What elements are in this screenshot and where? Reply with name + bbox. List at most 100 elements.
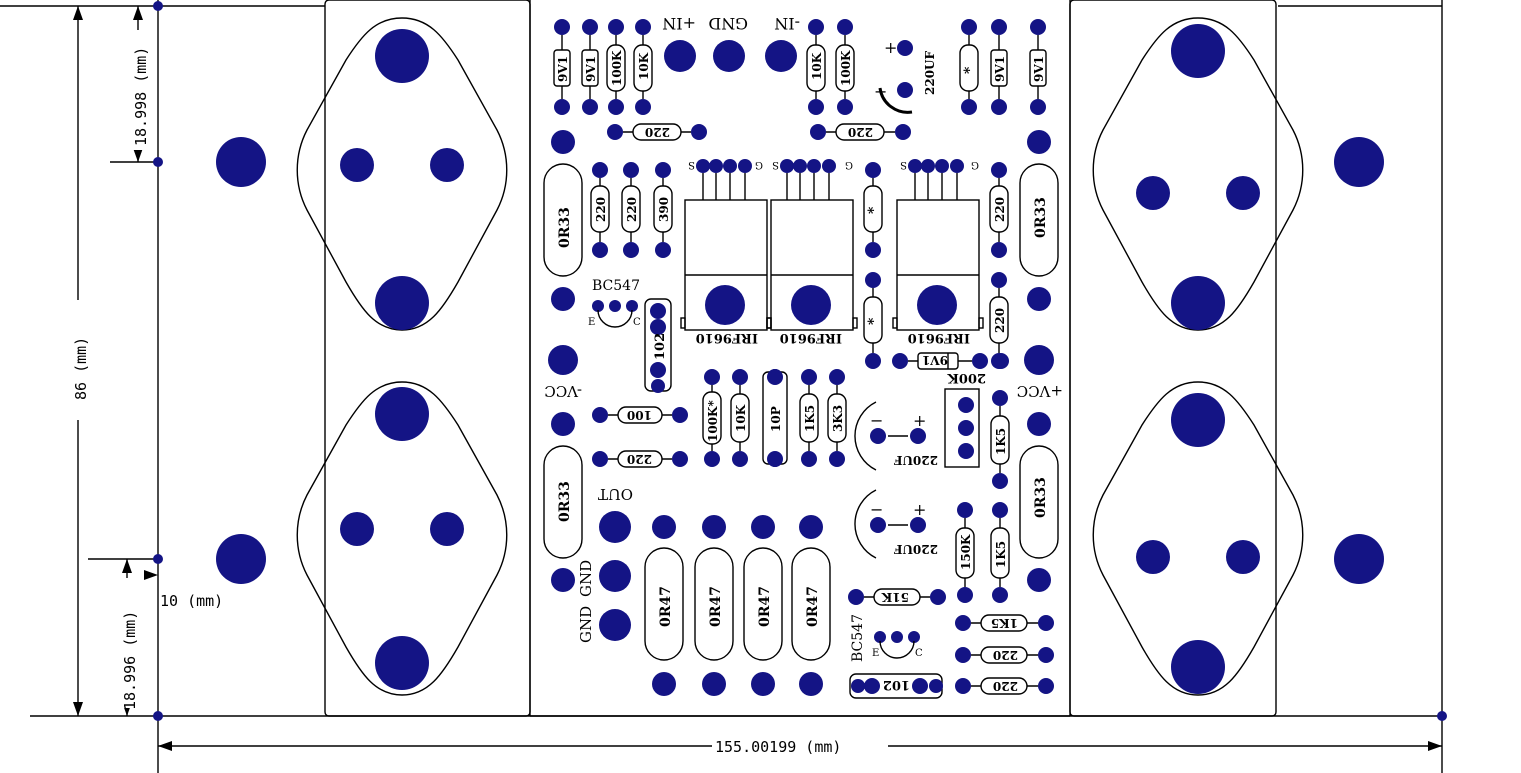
to3-transistor-left-top [296, 17, 508, 331]
r-star-mid2: * [866, 317, 882, 325]
r-0r33-b: 0R33 [1033, 197, 1049, 238]
svg-text:−: − [870, 411, 883, 430]
r-220-h2: 220 [848, 125, 873, 139]
label-in-minus: -IN [774, 14, 800, 33]
r-0r47-b: 0R47 [708, 586, 724, 627]
c-220uf-top: 220UF [923, 50, 937, 95]
input-connector-pads [664, 40, 797, 72]
r-220-v1: 220 [594, 197, 608, 222]
c-220uf-low: 220UF [893, 542, 938, 556]
r-0r33-d: 0R33 [1033, 477, 1049, 518]
mosfet-irf9610-2 [766, 159, 858, 331]
bc547-bottom-label: BC547 [850, 614, 866, 662]
right-resistors [955, 390, 1010, 603]
r-9v1-c: 9V1 [993, 56, 1007, 82]
r-100-h: 100 [627, 408, 652, 422]
r-100k-a: 100K [610, 50, 624, 86]
to3-transistor-right-top [1092, 17, 1304, 331]
pin-g-1: G [755, 159, 763, 170]
mosfet-irf9610-3 [892, 159, 984, 331]
pin-g-2: G [845, 159, 853, 170]
r-star-mid1: * [866, 206, 882, 214]
svg-text:−: − [874, 82, 887, 101]
bc547-top [592, 300, 638, 328]
r-1k5-h: 1K5 [991, 616, 1018, 630]
c-102-a: 102 [653, 333, 668, 360]
bc547-bottom-c: C [915, 648, 923, 659]
mounting-holes [216, 137, 1384, 584]
bc547-top-c: C [633, 317, 641, 328]
electrolytic-caps [854, 401, 926, 559]
r-10k-a: 10K [637, 52, 651, 80]
middle-resistors [702, 369, 847, 467]
r-1k5-a: 1K5 [803, 405, 817, 432]
svg-text:−: − [870, 500, 883, 519]
svg-text:+: + [913, 411, 926, 430]
r-51k: 51K [881, 590, 909, 604]
q-irf9610-3: IRF9610 [908, 330, 970, 345]
r-220-h5: 220 [993, 679, 1018, 693]
r-200k: 200K [947, 370, 986, 385]
r-220-v4: 220 [993, 308, 1007, 333]
bc547-bottom-e: E [872, 648, 879, 659]
dimension-arrows [73, 6, 1442, 751]
bc547-top-e: E [588, 317, 595, 328]
height-dimension-label: 86 (mm) [72, 337, 90, 400]
r-9v1-b: 9V1 [584, 56, 598, 82]
r-220-h4: 220 [993, 648, 1018, 662]
r-100k-star: 100K* [706, 400, 720, 442]
power-resistors-0r33 [543, 130, 1059, 592]
label-vcc-minus: -VCC [544, 382, 582, 400]
r-220-h1: 220 [645, 125, 670, 139]
mosfet-irf9610-1 [680, 159, 772, 331]
star-resistors [863, 162, 1009, 369]
to3-transistor-left-bottom [296, 381, 508, 696]
zener-and-trimmer [892, 352, 1009, 468]
z-9v1-e: 9V1 [922, 353, 948, 367]
r-9v1-a: 9V1 [556, 56, 570, 82]
label-gnd-2: GND [577, 606, 595, 643]
r-0r33-c: 0R33 [557, 481, 573, 522]
q-irf9610-1: IRF9610 [696, 330, 758, 345]
r-390: 390 [657, 197, 671, 222]
r-star-top: * [962, 66, 978, 74]
label-vcc-plus: +VCC [1017, 382, 1063, 400]
c-10p: 10P [769, 406, 783, 432]
bias-resistors [590, 162, 673, 258]
bottom-right-resistors [955, 614, 1054, 695]
q-irf9610-2: IRF9610 [780, 330, 842, 345]
label-out: OUT [598, 485, 633, 503]
svg-text:+: + [913, 500, 926, 519]
r-0r47-d: 0R47 [805, 586, 821, 627]
r-100k-b: 100K [839, 50, 853, 86]
label-in-plus: +IN [662, 14, 696, 33]
left-horizontal-resistors [592, 406, 688, 468]
r-1k5-b: 1K5 [994, 428, 1008, 455]
r-10k-b: 10K [810, 52, 824, 80]
top-offset-label: 18.998 (mm) [132, 47, 150, 146]
r51k-group [848, 588, 946, 606]
cap-102-left [644, 298, 672, 393]
bottom-offset-label: 18.996 (mm) [121, 611, 139, 710]
top-center-resistors [806, 19, 1047, 115]
svg-text:+: + [884, 38, 897, 57]
pin-s-3: S [900, 159, 907, 170]
r-0r47-a: 0R47 [658, 586, 674, 627]
label-gnd-1: GND [577, 560, 595, 597]
board-outlines [324, 0, 1277, 717]
pin-s-1: S [688, 159, 695, 170]
bc547-top-label: BC547 [592, 278, 640, 294]
bc547-bottom [874, 631, 920, 659]
width-label-bg [712, 737, 888, 755]
emitter-resistors-0r47 [644, 515, 831, 696]
pin-g-3: G [971, 159, 979, 170]
r-0r33-a: 0R33 [557, 207, 573, 248]
r-220-v3: 220 [993, 197, 1007, 222]
r-150k: 150K [959, 534, 973, 570]
to3-transistor-right-bottom [1092, 381, 1304, 696]
r-9v1-d: 9V1 [1032, 56, 1046, 82]
r-220-v2: 220 [625, 197, 639, 222]
c-102-b: 102 [883, 677, 910, 692]
r-0r47-c: 0R47 [757, 586, 773, 627]
